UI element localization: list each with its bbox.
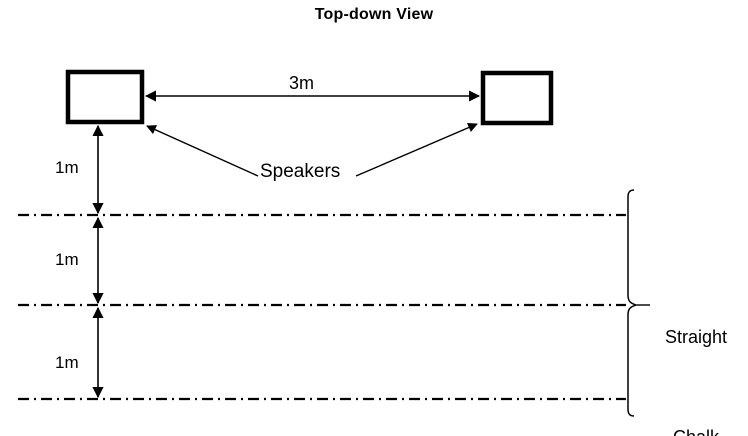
distance-label-bottom: 1m xyxy=(55,353,79,372)
chalk-lines-label-line2: Chalk xyxy=(650,421,742,436)
distance-label-middle: 1m xyxy=(55,250,79,269)
left-speaker-box xyxy=(65,69,145,125)
speaker-separation-label: 3m xyxy=(289,73,315,93)
right-speaker-box xyxy=(480,70,554,126)
chalk-lines-label: Straight Chalk Lines xyxy=(650,254,742,436)
distance-label-top: 1m xyxy=(55,158,79,177)
page-title: Top-down View xyxy=(314,6,434,23)
chalk-lines-label-line1: Straight xyxy=(664,326,728,347)
chalk-lines-brace xyxy=(627,189,639,417)
speakers-leader-left xyxy=(146,125,259,177)
speakers-leader-right xyxy=(355,122,478,177)
speakers-label: Speakers xyxy=(260,161,341,182)
